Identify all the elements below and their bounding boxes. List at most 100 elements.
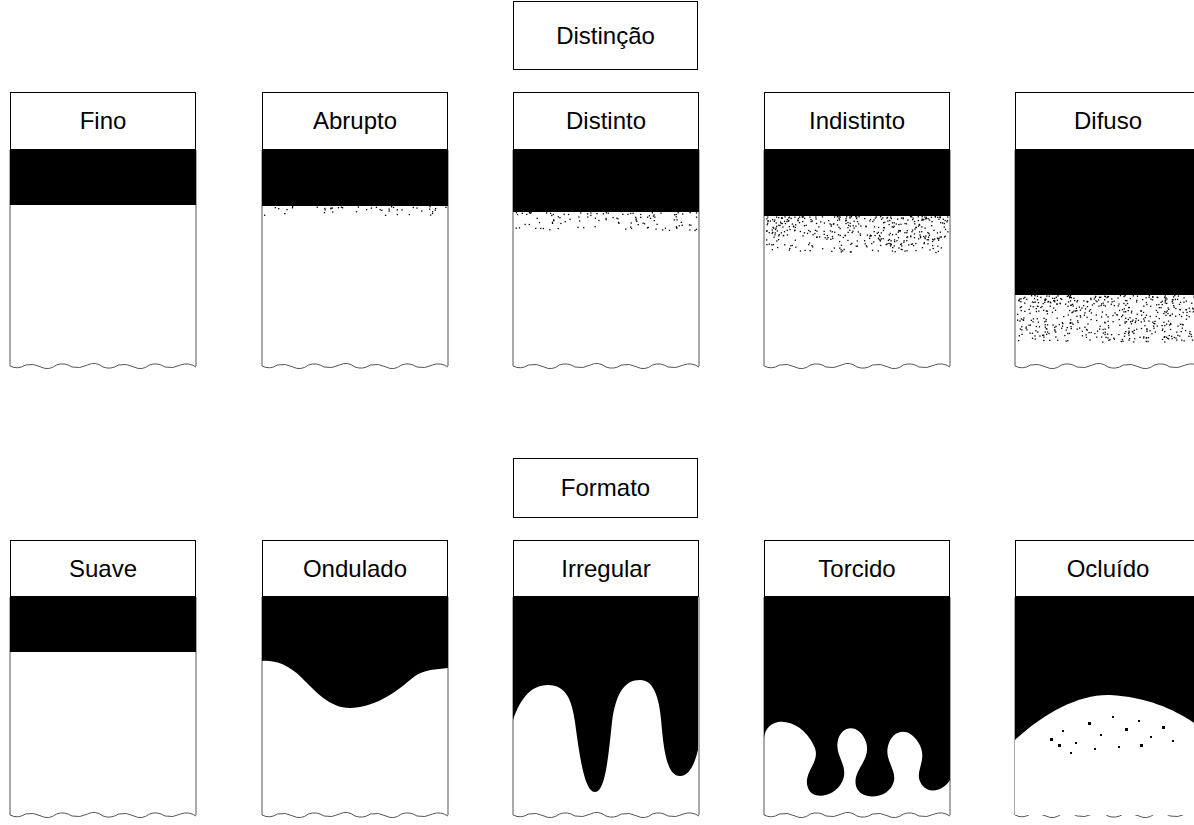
dot [807, 233, 808, 234]
dot [784, 231, 785, 232]
dot [920, 237, 921, 238]
dot [914, 233, 915, 234]
dot [613, 217, 614, 218]
dark-horizon [1015, 597, 1194, 815]
dot [1050, 306, 1051, 307]
dot [883, 227, 884, 228]
dot [674, 219, 675, 220]
dot [912, 243, 913, 244]
dot [525, 224, 526, 225]
dot [800, 250, 801, 251]
dot [1068, 301, 1069, 302]
panel-label-box: Distinto [513, 92, 699, 150]
dot [937, 246, 938, 247]
dot [1118, 303, 1119, 304]
dot [1191, 336, 1192, 337]
dot [926, 217, 927, 218]
dot [1121, 341, 1122, 342]
dot [1071, 322, 1072, 323]
dot [892, 222, 893, 223]
dot [938, 238, 939, 239]
dot [1105, 305, 1106, 306]
dot [1050, 302, 1051, 303]
broken-bottom [10, 363, 196, 368]
dot [869, 238, 870, 239]
dot [1104, 322, 1105, 323]
dot [890, 245, 891, 246]
dot [881, 238, 882, 239]
dot [902, 217, 903, 218]
dot [1112, 301, 1113, 302]
dot [1111, 304, 1112, 305]
dot [921, 220, 922, 221]
dot [1084, 315, 1085, 316]
dot [1150, 736, 1152, 738]
dot [1021, 318, 1022, 319]
dot [1152, 299, 1153, 300]
dot [1069, 333, 1070, 334]
dot [1086, 334, 1087, 335]
dot [1024, 311, 1025, 312]
dot [934, 238, 935, 239]
dot [1108, 325, 1109, 326]
dot [840, 249, 841, 250]
dot [904, 232, 905, 233]
dot [874, 226, 875, 227]
dot [1154, 321, 1155, 322]
label-text: Distinção [556, 22, 655, 50]
dot [1183, 302, 1184, 303]
dot [1082, 335, 1083, 336]
dot [1129, 332, 1130, 333]
dot [1104, 299, 1105, 300]
dot [631, 228, 632, 229]
dot [940, 222, 941, 223]
dot [1182, 328, 1183, 329]
dot [1160, 302, 1161, 303]
dot [940, 217, 941, 218]
dot [1101, 305, 1102, 306]
dot [870, 235, 871, 236]
dot [1057, 340, 1058, 341]
dot [590, 215, 591, 216]
dot [812, 220, 813, 221]
dot [1171, 336, 1172, 337]
dot [1087, 323, 1088, 324]
dot [1056, 303, 1057, 304]
dot [837, 224, 838, 225]
dot [830, 230, 831, 231]
dot [1055, 310, 1056, 311]
dot [1148, 337, 1149, 338]
dot [869, 236, 870, 237]
dot [1071, 297, 1072, 298]
dot [773, 228, 774, 229]
dot [1126, 321, 1127, 322]
dot [1100, 297, 1101, 298]
dot [798, 218, 799, 219]
dot [1164, 297, 1165, 298]
dot [851, 216, 852, 217]
dot [839, 218, 840, 219]
dot [676, 219, 677, 220]
dot [1070, 322, 1071, 323]
dot [928, 239, 929, 240]
dot [781, 232, 782, 233]
dot [1107, 321, 1108, 322]
dot [1033, 318, 1034, 319]
dot [895, 251, 896, 252]
dot [1057, 318, 1058, 319]
dot [911, 244, 912, 245]
dot [1019, 300, 1020, 301]
dot [1123, 311, 1124, 312]
dot [873, 219, 874, 220]
dot [816, 236, 817, 237]
dot [795, 247, 796, 248]
dot [1103, 332, 1104, 333]
dot [815, 216, 816, 217]
dot [1114, 305, 1115, 306]
dot [904, 240, 905, 241]
dot [783, 235, 784, 236]
dot [928, 218, 929, 219]
transition-dots [516, 212, 698, 231]
dot [625, 229, 626, 230]
dot [284, 213, 285, 214]
